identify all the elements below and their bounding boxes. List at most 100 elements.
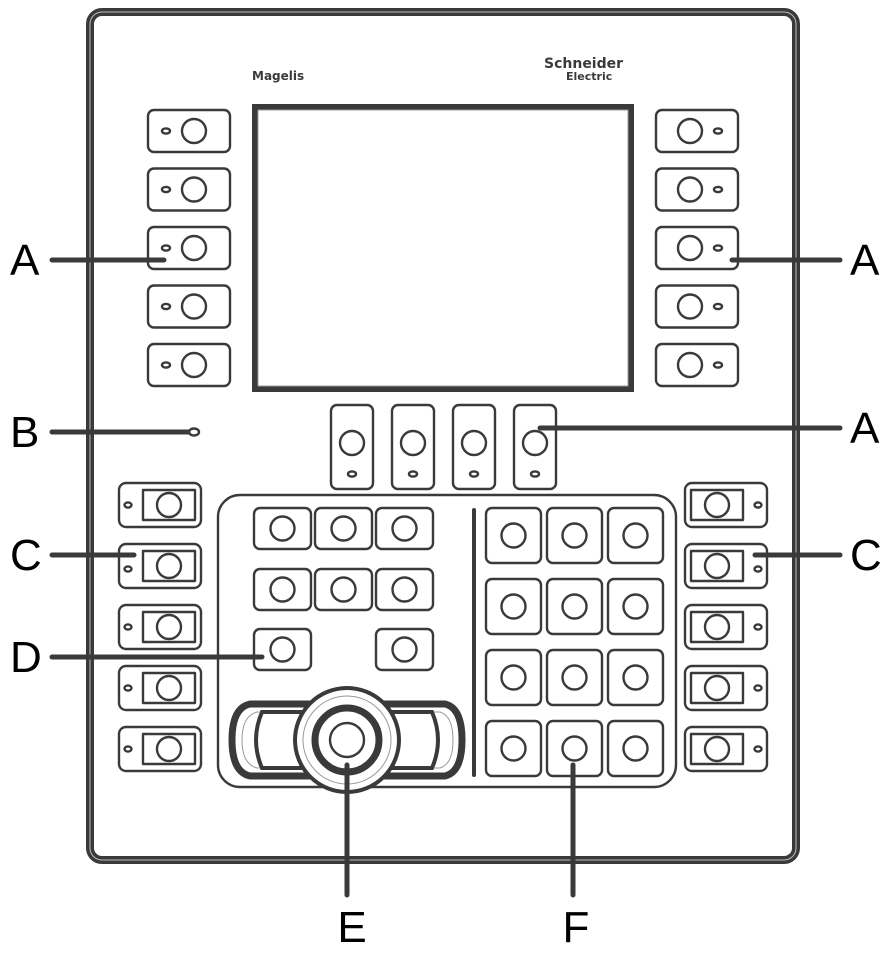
key-led-icon — [160, 302, 172, 311]
service-keys — [252, 506, 435, 672]
key-button-icon — [391, 636, 418, 663]
numpad-key-3[interactable] — [606, 506, 665, 565]
key-led-icon — [123, 501, 133, 509]
function-key-left-2[interactable] — [146, 167, 232, 212]
numeric-keypad — [484, 506, 665, 778]
numpad-key-6[interactable] — [606, 577, 665, 636]
key-button-icon — [622, 664, 649, 691]
display-screen — [252, 104, 634, 392]
static-key-left-3[interactable] — [117, 603, 203, 651]
keypad-frame — [216, 493, 678, 789]
key-button-icon — [180, 351, 208, 379]
service-key-7[interactable] — [252, 627, 313, 672]
key-button-icon — [180, 293, 208, 320]
function-key-left-4[interactable] — [146, 284, 232, 329]
numpad-key-1[interactable] — [484, 506, 543, 565]
service-key-2[interactable] — [313, 506, 374, 551]
function-key-bottom-1[interactable] — [329, 403, 375, 491]
callout-label-e: E — [337, 903, 366, 952]
function-key-right-4[interactable] — [654, 284, 740, 329]
key-led-icon — [468, 470, 480, 478]
key-led-icon — [712, 244, 724, 252]
key-button-icon — [155, 552, 183, 580]
function-key-bottom-2[interactable] — [390, 403, 436, 491]
right-function-keys — [654, 108, 740, 388]
key-led-icon — [160, 361, 172, 369]
key-led-icon — [160, 244, 172, 252]
left-function-keys — [146, 108, 232, 388]
key-button-icon — [500, 522, 527, 549]
key-led-icon — [753, 623, 763, 631]
service-key-6[interactable] — [374, 567, 435, 612]
static-key-right-3[interactable] — [683, 603, 769, 651]
static-key-right-5[interactable] — [683, 725, 769, 773]
numpad-key-9[interactable] — [606, 648, 665, 707]
service-key-3[interactable] — [374, 506, 435, 551]
key-button-icon — [561, 593, 588, 620]
static-key-left-5[interactable] — [117, 725, 203, 773]
function-key-right-2[interactable] — [654, 167, 740, 212]
key-button-icon — [676, 176, 704, 203]
function-key-right-1[interactable] — [654, 108, 740, 154]
key-led-icon — [529, 470, 541, 478]
key-button-icon — [622, 593, 649, 620]
static-key-right-2[interactable] — [683, 542, 769, 590]
key-button-icon — [500, 735, 527, 762]
numpad-key-8[interactable] — [545, 648, 604, 707]
numpad-key-7[interactable] — [484, 648, 543, 707]
key-button-icon — [622, 735, 649, 762]
key-button-icon — [500, 664, 527, 691]
service-key-8[interactable] — [374, 627, 435, 672]
callout-leaders — [49, 257, 843, 898]
key-button-icon — [338, 429, 366, 457]
service-key-4[interactable] — [252, 567, 313, 612]
numpad-key-2[interactable] — [545, 506, 604, 565]
key-led-icon — [753, 684, 763, 692]
key-button-icon — [391, 576, 418, 603]
key-button-icon — [155, 735, 183, 763]
function-key-right-3[interactable] — [654, 225, 740, 271]
key-button-icon — [269, 636, 296, 663]
service-key-1[interactable] — [252, 506, 313, 551]
callout-label-f: F — [563, 903, 590, 952]
key-button-icon — [460, 429, 488, 457]
key-button-icon — [703, 552, 731, 580]
nav-center-button[interactable] — [328, 721, 366, 759]
bezel — [86, 8, 800, 864]
function-key-bottom-3[interactable] — [451, 403, 497, 491]
callout-label-c2: C — [850, 531, 882, 580]
callout-label-a2: A — [850, 236, 880, 285]
function-key-bottom-4[interactable] — [512, 403, 558, 491]
static-key-left-2[interactable] — [117, 542, 203, 590]
key-button-icon — [269, 515, 296, 542]
key-button-icon — [676, 293, 704, 320]
service-key-5[interactable] — [313, 567, 374, 612]
key-button-icon — [180, 176, 208, 203]
static-key-left-1[interactable] — [117, 481, 203, 529]
numpad-key-10[interactable] — [484, 719, 543, 778]
function-key-left-1[interactable] — [146, 108, 232, 154]
left-static-keys — [117, 481, 203, 773]
callout-label-b: B — [10, 408, 39, 457]
key-button-icon — [676, 117, 704, 145]
numpad-key-12[interactable] — [606, 719, 665, 778]
function-key-left-3[interactable] — [146, 225, 232, 271]
static-key-right-4[interactable] — [683, 664, 769, 712]
right-static-keys — [683, 481, 769, 773]
key-led-icon — [346, 470, 358, 478]
key-led-icon — [712, 185, 724, 194]
key-led-icon — [123, 684, 133, 692]
function-key-left-5[interactable] — [146, 342, 232, 388]
key-led-icon — [160, 185, 172, 194]
key-led-icon — [712, 361, 724, 369]
static-key-right-1[interactable] — [683, 481, 769, 529]
callout-label-c1: C — [10, 531, 42, 580]
numpad-key-4[interactable] — [484, 577, 543, 636]
static-key-left-4[interactable] — [117, 664, 203, 712]
key-button-icon — [330, 515, 357, 542]
function-key-right-5[interactable] — [654, 342, 740, 388]
manufacturer-name-line1: Schneider — [544, 56, 623, 72]
key-button-icon — [269, 576, 296, 603]
numpad-key-5[interactable] — [545, 577, 604, 636]
